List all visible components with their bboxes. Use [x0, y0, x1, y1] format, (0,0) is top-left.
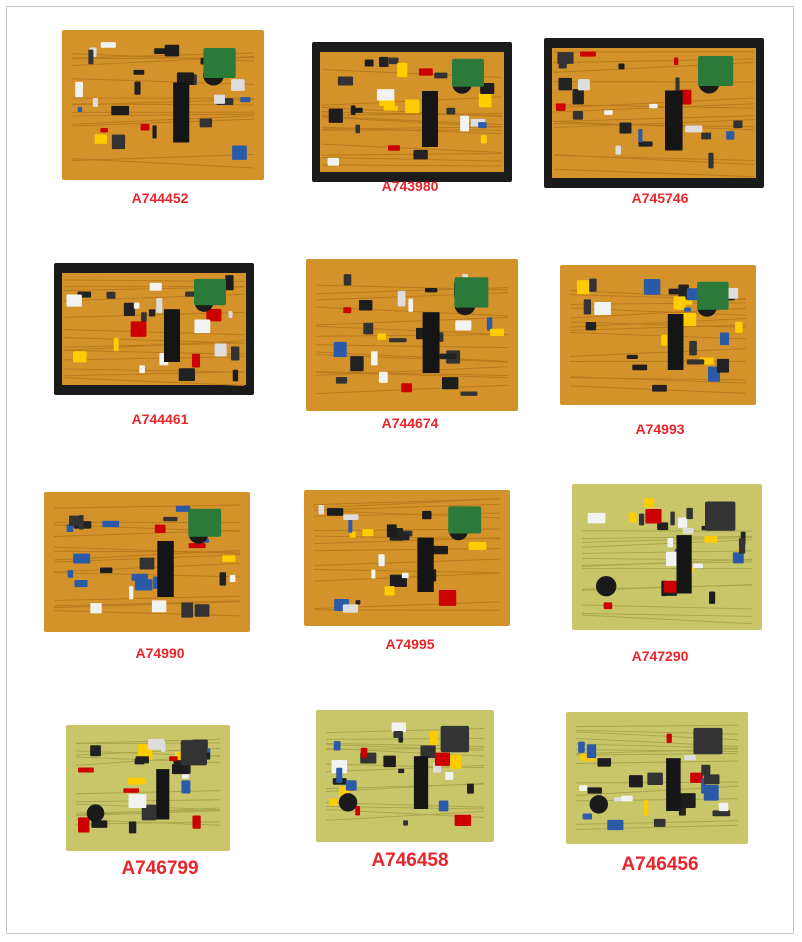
product-code-label: A74993	[635, 421, 685, 437]
pcb-illustration	[560, 265, 756, 405]
pcb-photo	[44, 492, 250, 632]
product-code-label: A746799	[121, 858, 199, 879]
pcb-illustration	[66, 725, 230, 851]
pcb-illustration	[566, 712, 748, 844]
pcb-photo	[306, 259, 518, 411]
product-code-label: A74990	[135, 645, 185, 661]
product-code-label: A745746	[631, 190, 689, 206]
product-card: A746456	[540, 700, 780, 900]
pcb-photo	[566, 712, 748, 844]
product-code-label: A743980	[381, 178, 439, 194]
pcb-photo	[544, 38, 764, 188]
product-code-label: A744461	[131, 411, 189, 427]
product-card: A74990	[40, 488, 280, 678]
pcb-illustration	[312, 42, 512, 182]
pcb-illustration	[304, 490, 510, 626]
pcb-photo	[560, 265, 756, 405]
pcb-illustration	[54, 263, 254, 395]
product-code-label: A74995	[385, 636, 435, 652]
pcb-illustration	[316, 710, 494, 842]
pcb-photo	[304, 490, 510, 626]
pcb-illustration	[306, 259, 518, 411]
product-card: A746458	[290, 700, 530, 900]
pcb-photo	[54, 263, 254, 395]
pcb-photo	[316, 710, 494, 842]
product-card: A743980	[290, 22, 530, 212]
product-card: A746799	[40, 705, 280, 905]
pcb-illustration	[572, 484, 762, 630]
gallery-frame	[6, 6, 794, 934]
product-card: A747290	[540, 484, 780, 674]
pcb-photo	[572, 484, 762, 630]
pcb-illustration	[544, 38, 764, 188]
product-card: A74993	[540, 255, 780, 445]
product-code-label: A746458	[371, 850, 449, 871]
product-card: A744461	[40, 255, 280, 445]
product-code-label: A744674	[381, 415, 439, 431]
product-card: A744674	[290, 255, 530, 445]
product-card: A744452	[40, 22, 280, 212]
pcb-illustration	[62, 30, 264, 180]
product-card: A74995	[290, 488, 530, 678]
product-code-label: A747290	[631, 648, 689, 664]
product-code-label: A744452	[131, 190, 189, 206]
product-code-label: A746456	[621, 854, 699, 875]
pcb-photo	[66, 725, 230, 851]
pcb-photo	[62, 30, 264, 180]
pcb-illustration	[44, 492, 250, 632]
product-card: A745746	[540, 22, 780, 212]
pcb-photo	[312, 42, 512, 182]
